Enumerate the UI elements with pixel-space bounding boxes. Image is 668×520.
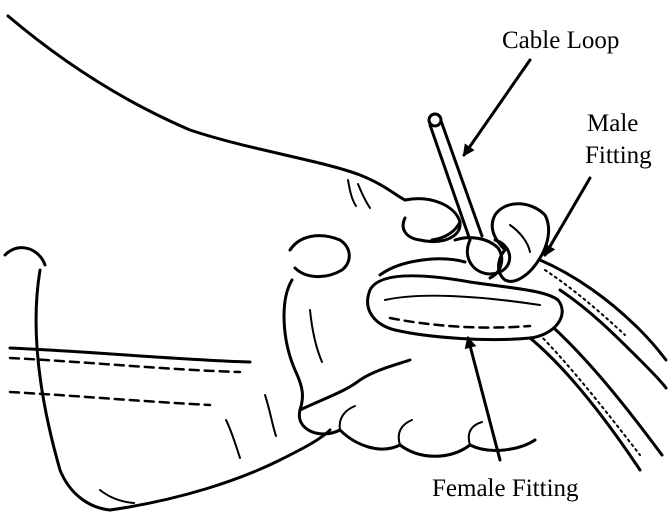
lower-hand (100, 236, 535, 510)
male-fitting-arrow (545, 178, 590, 255)
female-fitting-arrow (468, 338, 500, 460)
cable-loop-label: Cable Loop (502, 27, 619, 54)
cable-loop-arrow (464, 60, 530, 155)
male-fitting-label-line1: Male (587, 110, 638, 137)
cable-loop (380, 114, 510, 275)
female-fitting (368, 276, 563, 340)
female-fitting-label: Female Fitting (432, 475, 579, 502)
webbing-straps (10, 260, 666, 470)
male-fitting-label-line2: Fitting (585, 142, 652, 169)
